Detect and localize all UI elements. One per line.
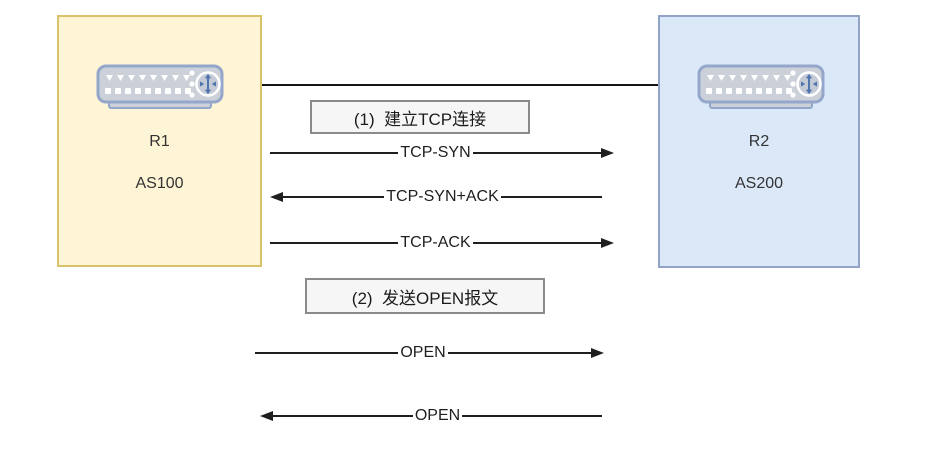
- message-arrow-open-left: OPEN: [260, 406, 602, 426]
- arrow-line: [283, 196, 385, 198]
- arrow-line: [270, 152, 399, 154]
- arrowhead-right-icon: [601, 148, 615, 158]
- arrow-line: [273, 415, 413, 417]
- arrow-line: [462, 415, 602, 417]
- message-label: TCP-SYN+ACK: [386, 188, 499, 205]
- arrowhead-left-icon: [270, 192, 283, 202]
- arrow-line: [255, 352, 399, 354]
- router-icon: [96, 64, 224, 109]
- message-arrow-tcp-syn-ack: TCP-SYN+ACK: [270, 187, 602, 207]
- as200-node-box: R2 AS200: [658, 15, 860, 268]
- message-label: TCP-ACK: [400, 234, 471, 251]
- arrow-line: [472, 152, 602, 154]
- arrow-line: [472, 242, 602, 244]
- node-as200-label: AS200: [734, 175, 784, 192]
- arrowhead-left-icon: [260, 411, 273, 421]
- arrow-line: [270, 242, 399, 244]
- message-label: OPEN: [400, 344, 446, 361]
- message-arrow-open-right: OPEN: [255, 343, 604, 363]
- router-link-line: [218, 84, 698, 86]
- arrowhead-right-icon: [601, 238, 615, 248]
- step2-open-message-label: (2) 发送OPEN报文: [305, 278, 545, 314]
- arrow-line: [500, 196, 602, 198]
- router-icon: [697, 64, 825, 109]
- node-r2-label: R2: [748, 133, 770, 150]
- as100-node-box: R1 AS100: [57, 15, 262, 267]
- step1-tcp-connect-label: (1) 建立TCP连接: [310, 100, 530, 134]
- message-arrow-tcp-ack: TCP-ACK: [270, 233, 615, 253]
- node-as100-label: AS100: [135, 175, 184, 192]
- node-r1-label: R1: [149, 133, 170, 150]
- message-label: TCP-SYN: [400, 144, 471, 161]
- message-label: OPEN: [414, 407, 461, 424]
- arrow-line: [447, 352, 591, 354]
- message-arrow-tcp-syn: TCP-SYN: [270, 143, 615, 163]
- arrowhead-right-icon: [591, 348, 604, 358]
